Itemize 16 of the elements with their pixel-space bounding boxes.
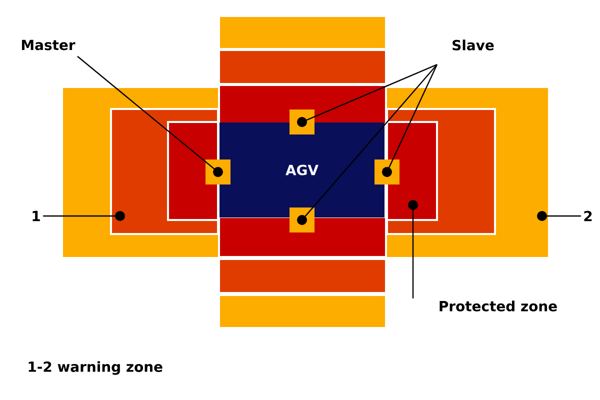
leader-line [537, 211, 581, 221]
zone-number: 2 [584, 210, 592, 222]
leader-line [43, 211, 125, 221]
leader-line [297, 64, 438, 225]
zone-number: 1 [32, 210, 40, 222]
sensor-label: Master [22, 40, 76, 50]
zone-label: Protected zone [440, 300, 557, 312]
leader-line [77, 56, 223, 177]
leader-line [408, 200, 418, 298]
vehicle-box: AGV [220, 122, 384, 218]
leader-line [297, 64, 438, 127]
sensor-label: Slave [452, 40, 494, 50]
leader-line [382, 64, 438, 177]
caption-text: 1-2 warning zone [28, 361, 162, 375]
protected-zone [167, 121, 219, 221]
protected-zone [386, 121, 438, 221]
